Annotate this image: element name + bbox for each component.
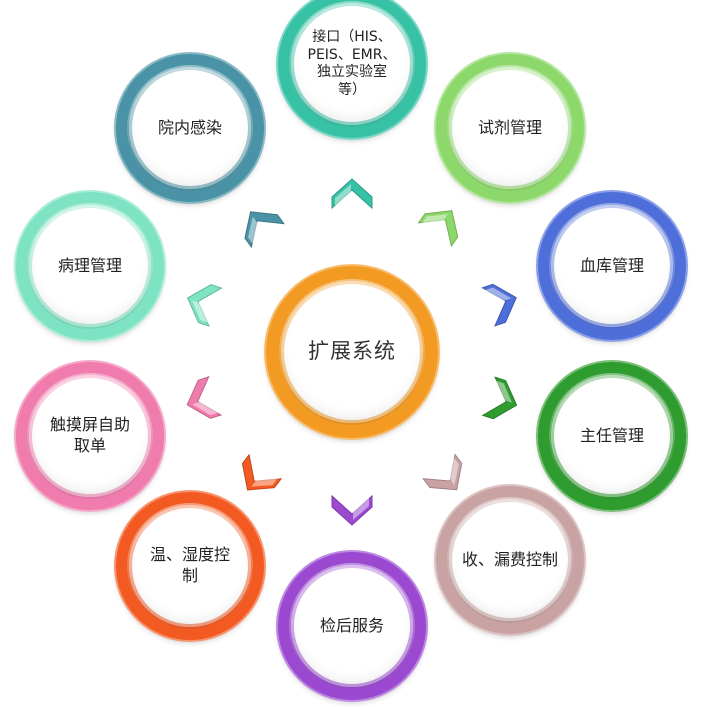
- arrow-to-infection: [244, 211, 285, 249]
- node-blood-bank-label: 血库管理: [579, 255, 644, 275]
- node-post-test: 检后服务: [278, 552, 426, 700]
- node-pathology-label: 病理管理: [57, 255, 122, 275]
- arrow-to-pathology: [187, 284, 223, 327]
- node-reagent-label: 试剂管理: [477, 117, 542, 137]
- node-temp-humidity: 温、湿度控 制: [116, 492, 264, 640]
- node-kiosk: 触摸屏自助 取单: [16, 362, 164, 510]
- node-reagent: 试剂管理: [436, 54, 584, 202]
- center-node: 扩展系统: [266, 266, 438, 438]
- node-director: 主任管理: [538, 362, 686, 510]
- node-blood-bank: 血库管理: [538, 192, 686, 340]
- center-node-label: 扩展系统: [308, 339, 396, 364]
- node-kiosk-label: 触摸屏自助 取单: [49, 415, 130, 455]
- node-infection: 院内感染: [116, 54, 264, 202]
- arrow-to-kiosk: [186, 376, 223, 419]
- node-infection-label: 院内感染: [157, 117, 222, 137]
- node-director-label: 主任管理: [579, 425, 644, 445]
- node-fee-control: 收、漏费控制: [436, 486, 584, 634]
- node-fee-control-label: 收、漏费控制: [461, 549, 558, 569]
- arrow-to-fee-control: [422, 453, 463, 491]
- arrow-to-temp-humidity: [241, 453, 283, 491]
- arrow-to-interface: [331, 178, 373, 210]
- node-interface-label: 接口（HIS、 PEIS、EMR、 独立实验室 等）: [307, 29, 397, 98]
- node-temp-humidity-label: 温、湿度控 制: [149, 545, 230, 585]
- arrow-to-reagent: [417, 210, 459, 248]
- arrow-to-post-test: [331, 494, 373, 526]
- arrow-to-director: [481, 376, 518, 420]
- arrow-to-blood-bank: [481, 283, 517, 327]
- node-post-test-label: 检后服务: [319, 615, 384, 635]
- node-pathology: 病理管理: [16, 192, 164, 340]
